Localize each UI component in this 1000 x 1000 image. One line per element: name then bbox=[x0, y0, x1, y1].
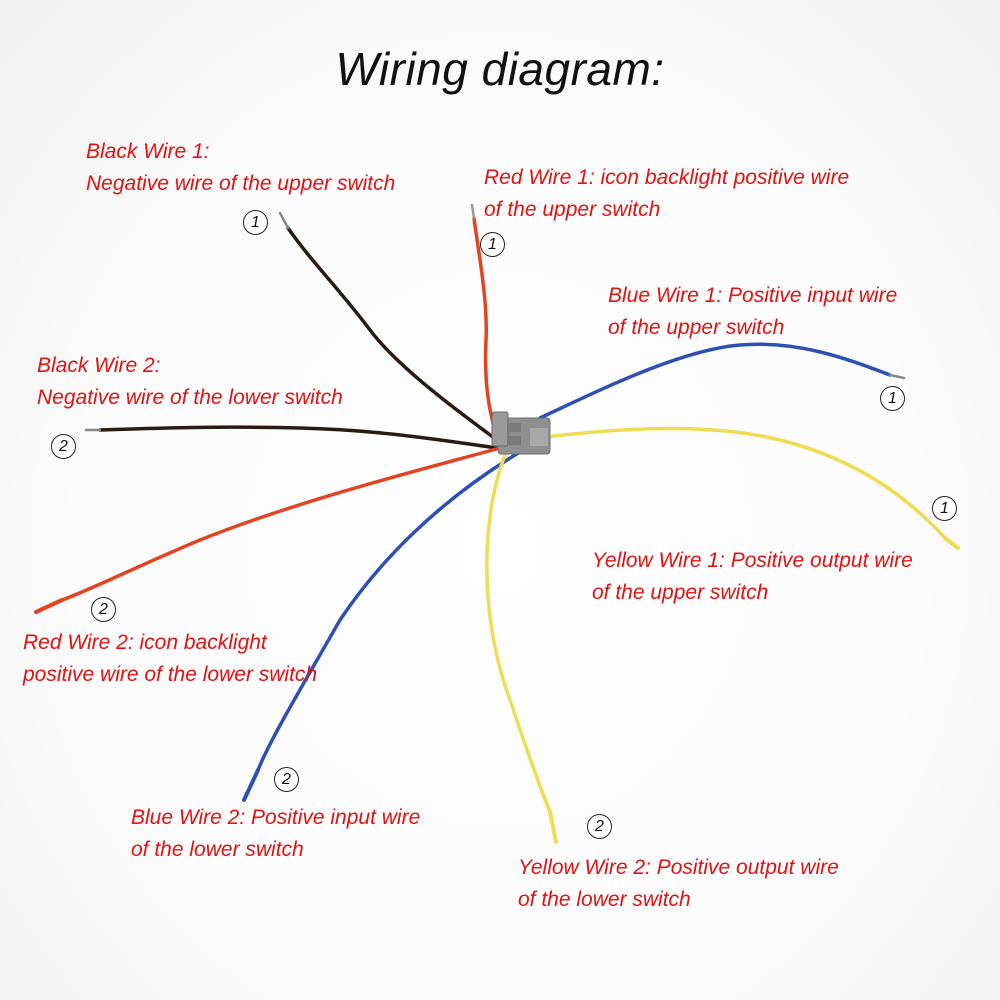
blue-wire-1-label: Blue Wire 1: Positive input wire of the … bbox=[608, 280, 897, 344]
blue-wire-2-tip bbox=[242, 768, 260, 802]
black-wire-2-number: 2 bbox=[51, 434, 76, 459]
black-wire-1-title: Black Wire 1: bbox=[86, 140, 210, 163]
red-wire-1-tip bbox=[470, 203, 476, 220]
black-wire-2-title: Black Wire 2: bbox=[37, 354, 161, 377]
red-wire-2-label: Red Wire 2: icon backlight positive wire… bbox=[23, 627, 317, 691]
yellow-wire-2-desc: of the lower switch bbox=[518, 888, 691, 911]
yellow-wire-1-title: Yellow Wire 1: Positive output wire bbox=[592, 549, 913, 572]
black-wire-1-label: Black Wire 1: Negative wire of the upper… bbox=[86, 136, 395, 200]
red-wire-1-title: Red Wire 1: icon backlight positive wire bbox=[484, 166, 850, 189]
black-wire-1 bbox=[286, 226, 499, 442]
red-wire-1-label: Red Wire 1: icon backlight positive wire… bbox=[484, 162, 849, 226]
blue-wire-1-title: Blue Wire 1: Positive input wire bbox=[608, 284, 898, 307]
black-wire-1-tip bbox=[278, 211, 290, 230]
yellow-wire-1-tip bbox=[943, 536, 960, 550]
blue-wire-2-title: Blue Wire 2: Positive input wire bbox=[131, 806, 421, 829]
blue-wire-2-desc: of the lower switch bbox=[131, 838, 304, 861]
red-wire-2-number: 2 bbox=[91, 597, 116, 622]
blue-wire-2-label: Blue Wire 2: Positive input wire of the … bbox=[131, 802, 420, 866]
red-wire-1-number: 1 bbox=[480, 232, 505, 257]
blue-wire-2-number: 2 bbox=[274, 767, 299, 792]
red-wire-2-title: Red Wire 2: icon backlight bbox=[23, 631, 267, 654]
blue-wire-2 bbox=[256, 450, 522, 772]
blue-wire-1 bbox=[538, 342, 892, 420]
blue-wire-1-tip bbox=[888, 373, 906, 380]
red-wire-1 bbox=[472, 216, 499, 438]
blue-wire-1-desc: of the upper switch bbox=[608, 316, 785, 339]
page-title: Wiring diagram: bbox=[335, 43, 665, 95]
yellow-wire-2-title: Yellow Wire 2: Positive output wire bbox=[518, 856, 839, 879]
yellow-wire-1 bbox=[518, 426, 947, 540]
blue-wire-1-number: 1 bbox=[880, 386, 905, 411]
black-wire-2-label: Black Wire 2: Negative wire of the lower… bbox=[37, 350, 343, 414]
yellow-wire-1-label: Yellow Wire 1: Positive output wire of t… bbox=[592, 545, 913, 609]
red-wire-2-desc: positive wire of the lower switch bbox=[23, 663, 318, 686]
red-wire-1-desc: of the upper switch bbox=[484, 198, 661, 221]
yellow-wire-2-tip bbox=[548, 810, 558, 844]
red-wire-2-tip bbox=[34, 598, 64, 614]
yellow-wire-1-desc: of the upper switch bbox=[592, 581, 769, 604]
red-wire-2 bbox=[60, 446, 502, 602]
black-wire-1-desc: Negative wire of the upper switch bbox=[86, 172, 396, 195]
connector-housing bbox=[491, 411, 551, 455]
black-wire-1-number: 1 bbox=[243, 210, 268, 235]
black-wire-2-desc: Negative wire of the lower switch bbox=[37, 386, 343, 409]
yellow-wire-2-label: Yellow Wire 2: Positive output wire of t… bbox=[518, 852, 839, 916]
yellow-wire-2 bbox=[485, 453, 552, 814]
yellow-wire-2-number: 2 bbox=[587, 814, 612, 839]
yellow-wire-1-number: 1 bbox=[932, 496, 957, 521]
black-wire-2 bbox=[98, 425, 499, 450]
